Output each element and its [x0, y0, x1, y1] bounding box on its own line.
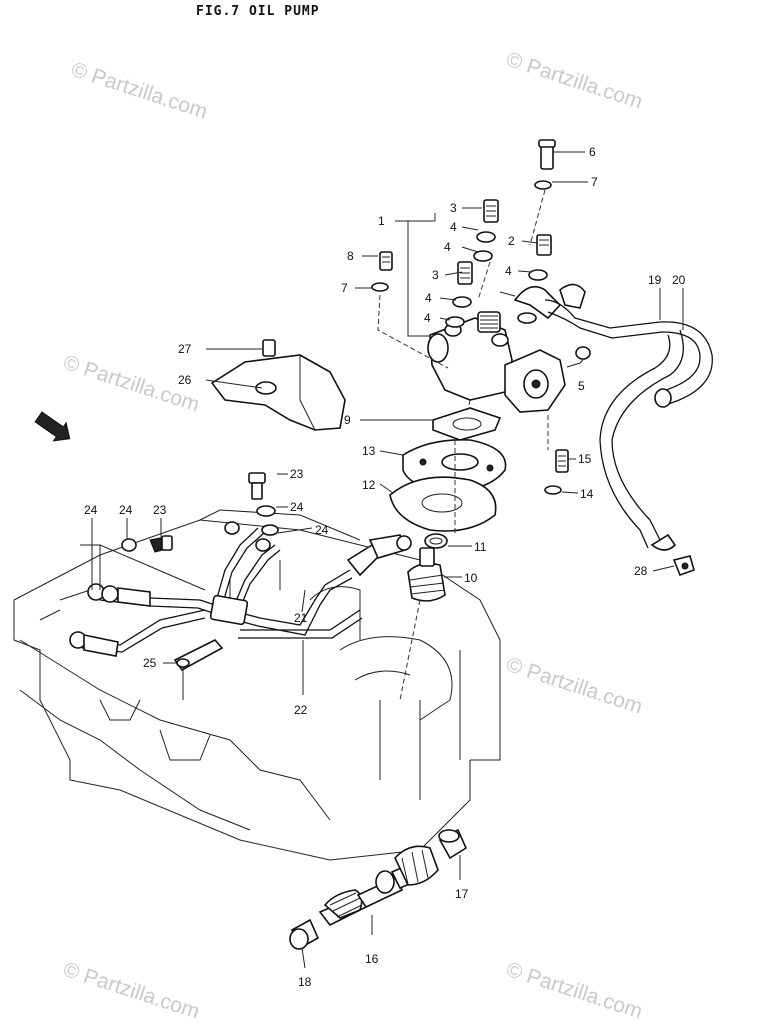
watermark: © Partzilla.com — [60, 958, 202, 1024]
o-ring-11 — [424, 533, 448, 549]
callout-7: 7 — [591, 175, 598, 189]
bushing-17 — [438, 828, 468, 860]
callout-4: 4 — [450, 220, 457, 234]
callout-15: 15 — [578, 452, 592, 466]
watermark: © Partzilla.com — [503, 958, 645, 1024]
callout-numbers: 1 2 3 3 4 4 4 4 4 5 6 7 7 8 9 10 11 12 1… — [84, 145, 686, 989]
callout-9: 9 — [344, 413, 351, 427]
callout-1: 1 — [378, 214, 385, 228]
callout-27: 27 — [178, 342, 192, 356]
callout-18: 18 — [298, 975, 312, 989]
callout-4: 4 — [425, 291, 432, 305]
callout-24: 24 — [290, 500, 304, 514]
callout-20: 20 — [672, 273, 686, 287]
callout-19: 19 — [648, 273, 662, 287]
callout-26: 26 — [178, 373, 192, 387]
hose-fitting-upper — [513, 283, 663, 339]
callout-23: 23 — [290, 467, 304, 481]
callout-21: 21 — [294, 611, 308, 625]
callout-4: 4 — [444, 240, 451, 254]
bolt-6 — [534, 139, 556, 190]
callout-24: 24 — [84, 503, 98, 517]
bolt-8 — [371, 251, 393, 292]
callout-7: 7 — [341, 281, 348, 295]
callout-11: 11 — [474, 540, 487, 554]
callout-28: 28 — [634, 564, 648, 578]
leader-lines — [80, 151, 684, 969]
callout-5: 5 — [578, 379, 585, 393]
oil-hose-19-20 — [599, 321, 713, 551]
watermark: © Partzilla.com — [503, 653, 645, 719]
callout-4: 4 — [505, 264, 512, 278]
watermark: © Partzilla.com — [503, 48, 645, 114]
gasket-12 — [389, 476, 497, 532]
gasket-9 — [432, 407, 502, 441]
callout-17: 17 — [455, 887, 469, 901]
gear-10 — [407, 547, 446, 602]
callout-3: 3 — [432, 268, 439, 282]
callout-24: 24 — [315, 523, 329, 537]
callout-22: 22 — [294, 703, 308, 717]
callout-2: 2 — [508, 234, 515, 248]
callout-10: 10 — [464, 571, 478, 585]
bolt-23-upper — [248, 472, 276, 517]
cap-18 — [289, 918, 320, 950]
screw-27 — [262, 339, 276, 357]
callout-12: 12 — [362, 478, 376, 492]
callout-4: 4 — [424, 311, 431, 325]
drive-shaft-16 — [318, 845, 439, 927]
figure-title: FIG.7 OIL PUMP — [196, 4, 320, 19]
callout-25: 25 — [143, 656, 157, 670]
callout-8: 8 — [347, 249, 354, 263]
bolt-3-upper — [473, 199, 499, 262]
screw-15 — [544, 449, 569, 495]
watermark-layer: © Partzilla.com © Partzilla.com © Partzi… — [60, 48, 645, 1024]
callout-13: 13 — [362, 444, 376, 458]
callout-6: 6 — [589, 145, 596, 159]
bolt-3-lower — [445, 261, 473, 328]
callout-23: 23 — [153, 503, 167, 517]
callout-16: 16 — [365, 952, 379, 966]
cover-26 — [210, 354, 346, 431]
bolt-2 — [517, 234, 552, 324]
oil-lines-21-22 — [69, 521, 412, 657]
oil-pump-body — [427, 311, 591, 413]
front-direction-arrow-icon — [34, 411, 71, 442]
clamp-25 — [173, 639, 224, 672]
clip-28 — [672, 555, 695, 577]
watermark: © Partzilla.com — [68, 58, 210, 124]
callout-3: 3 — [450, 201, 457, 215]
callout-14: 14 — [580, 487, 594, 501]
callout-24: 24 — [119, 503, 133, 517]
bolt-23-left — [121, 535, 173, 553]
